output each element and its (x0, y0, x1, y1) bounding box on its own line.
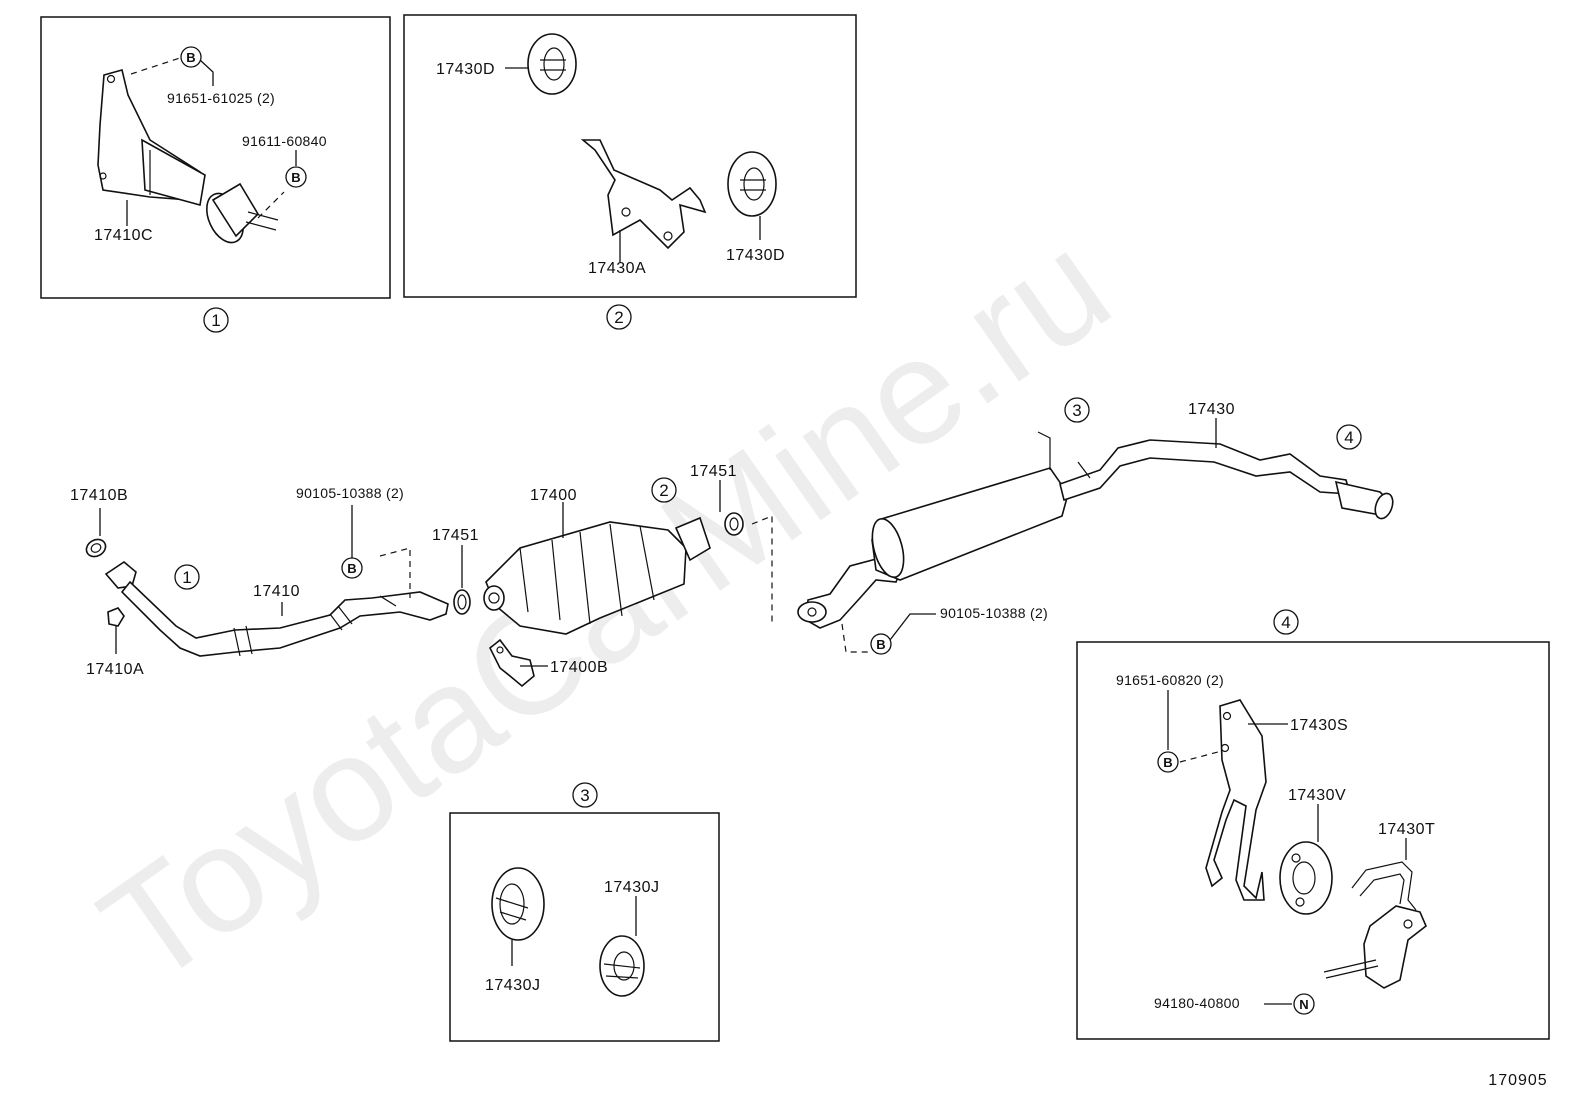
hanger-17430d-right (727, 151, 777, 217)
detail-marker-1: 1 (203, 307, 229, 333)
hanger-17430v (1279, 841, 1333, 915)
detail-4-frame (1076, 641, 1550, 1040)
svg-text:1: 1 (182, 568, 191, 587)
label-17400b: 17400B (550, 659, 608, 676)
hanger-17430j-right (599, 935, 645, 997)
svg-text:1: 1 (211, 311, 220, 330)
nut-17410a (107, 607, 125, 627)
detail-2: 17430D 17430A 17430D (403, 14, 857, 298)
hanger-17430j-left (491, 867, 545, 941)
svg-text:B: B (291, 170, 300, 185)
label-17430s: 17430S (1290, 717, 1348, 734)
gasket-17451-mid (453, 589, 471, 615)
detail-3: 3 17430J 17430J (449, 782, 720, 1042)
catalytic-converter-17400 (483, 516, 711, 635)
label-17430a: 17430A (588, 260, 646, 277)
label-17430t: 17430T (1378, 821, 1435, 838)
bolt-marker-d4: B (1157, 751, 1179, 773)
label-17430j-right: 17430J (604, 879, 660, 896)
svg-text:3: 3 (1072, 401, 1081, 420)
svg-text:B: B (1163, 755, 1172, 770)
converter-bracket-17400b (488, 638, 535, 688)
bolt-marker-main-front: B (341, 557, 363, 579)
detail-marker-3: 3 (572, 782, 598, 808)
rubber-mount-detail-1 (206, 182, 279, 244)
bracket-17430s (1205, 699, 1267, 901)
label-17410a: 17410A (86, 661, 144, 678)
svg-text:N: N (1299, 997, 1308, 1012)
detail-4: 4 91651-60820 (2) B 17430S 17430V (1076, 609, 1550, 1040)
detail-marker-2: 2 (606, 304, 632, 330)
label-17451-rear: 17451 (690, 463, 737, 480)
diagram-id: 170905 (1488, 1072, 1547, 1089)
label-17410c: 17410C (94, 227, 153, 244)
bracket-17410c (97, 69, 206, 207)
svg-text:B: B (186, 50, 195, 65)
nut-marker-d4: N (1293, 993, 1315, 1015)
gasket-17410b (85, 538, 107, 558)
svg-text:3: 3 (580, 786, 589, 805)
svg-text:B: B (347, 561, 356, 576)
label-90105-10388-front: 90105-10388 (2) (296, 485, 404, 501)
main-assembly: 17410B 17410A 1 17410 90105-10388 (2) B (70, 397, 1394, 688)
label-17400: 17400 (530, 487, 577, 504)
detail-marker-4: 4 (1273, 609, 1299, 635)
detail-marker-main-1: 1 (174, 564, 200, 590)
label-17430j-left: 17430J (485, 977, 541, 994)
bracket-17430t (1323, 861, 1427, 989)
svg-text:B: B (876, 637, 885, 652)
svg-text:4: 4 (1281, 613, 1290, 632)
label-17410: 17410 (253, 583, 300, 600)
gasket-17451-rear (724, 512, 744, 536)
bolt-marker-d1-b: B (285, 166, 307, 188)
bracket-17430a (580, 139, 707, 250)
label-17430v: 17430V (1288, 787, 1346, 804)
detail-marker-main-4: 4 (1336, 424, 1362, 450)
label-17410b: 17410B (70, 487, 128, 504)
label-90105-10388-rear: 90105-10388 (2) (940, 605, 1048, 621)
svg-text:2: 2 (614, 308, 623, 327)
muffler-tailpipe-17430 (797, 431, 1394, 629)
detail-marker-main-3: 3 (1064, 397, 1090, 423)
detail-marker-main-2: 2 (651, 477, 677, 503)
label-94180-40800: 94180-40800 (1154, 995, 1240, 1011)
front-pipe-17410 (104, 561, 449, 657)
bolt-marker-main-rear: B (870, 633, 892, 655)
label-91611-60840: 91611-60840 (242, 133, 327, 149)
label-91651-61025: 91651-61025 (2) (167, 90, 275, 106)
svg-text:2: 2 (659, 481, 668, 500)
label-17430d-top: 17430D (436, 61, 495, 78)
svg-text:4: 4 (1344, 428, 1353, 447)
label-17430d-right: 17430D (726, 247, 785, 264)
label-17430: 17430 (1188, 401, 1235, 418)
hanger-17430d-top (527, 33, 577, 95)
bolt-marker-d1-a: B (180, 46, 202, 68)
detail-2-frame (403, 14, 857, 298)
label-91651-60820: 91651-60820 (2) (1116, 672, 1224, 688)
detail-3-frame (449, 812, 720, 1042)
detail-1: B 91651-61025 (2) 91611-60840 B 17410C (40, 16, 391, 299)
detail-1-frame (40, 16, 391, 299)
label-17451-mid: 17451 (432, 527, 479, 544)
